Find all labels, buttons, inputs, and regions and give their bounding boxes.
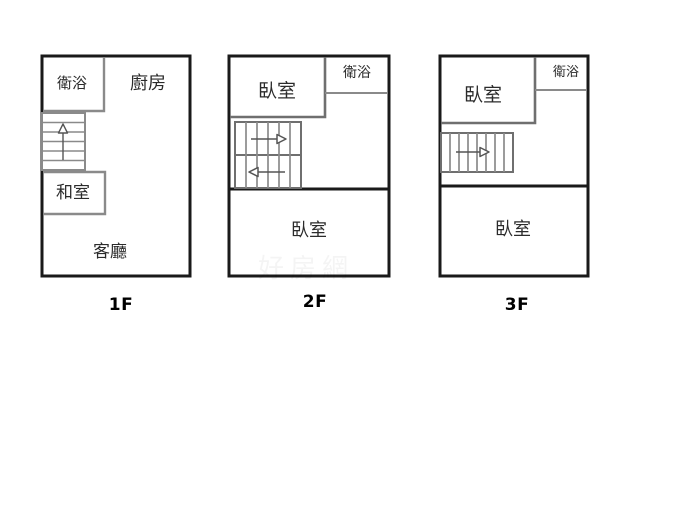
floor-plan-1f xyxy=(40,54,192,278)
room-label-bedroom-front-2f: 臥室 xyxy=(257,80,296,102)
stair-right-arrow-icon-3f xyxy=(456,146,490,158)
floor-caption-2f: 2F xyxy=(302,292,328,312)
stair-2f xyxy=(234,121,302,189)
stair-left-arrow-icon-2f xyxy=(248,166,285,178)
room-tatami-1f xyxy=(43,170,107,216)
stair-3f xyxy=(440,132,514,173)
room-label-living-1f: 客廳 xyxy=(93,242,127,262)
watermark: 好房網 xyxy=(258,248,354,285)
room-bedroom-front-2f xyxy=(230,57,327,119)
stair-up-arrow-icon-1f xyxy=(57,123,69,160)
room-label-bedroom-front-3f: 臥室 xyxy=(463,84,502,106)
floor-plan-2f xyxy=(227,54,391,278)
room-label-bathroom-1f: 衛浴 xyxy=(56,74,87,92)
floor-plan-3f xyxy=(438,54,590,278)
room-bedroom-front-3f xyxy=(441,57,537,125)
room-label-bedroom-rear-2f: 臥室 xyxy=(291,220,327,241)
stair-right-arrow-icon-2f xyxy=(251,133,287,145)
floor-caption-1f: 1F xyxy=(108,295,134,315)
room-label-bathroom-3f: 衛浴 xyxy=(552,65,579,80)
room-bathroom-1f xyxy=(43,57,106,113)
room-label-kitchen-1f: 廚房 xyxy=(130,73,166,94)
room-label-tatami-1f: 和室 xyxy=(56,183,90,203)
room-label-bedroom-rear-3f: 臥室 xyxy=(495,219,531,240)
room-label-bathroom-2f: 衛浴 xyxy=(343,65,371,81)
stair-1f xyxy=(41,112,86,171)
floor-caption-3f: 3F xyxy=(504,295,530,315)
